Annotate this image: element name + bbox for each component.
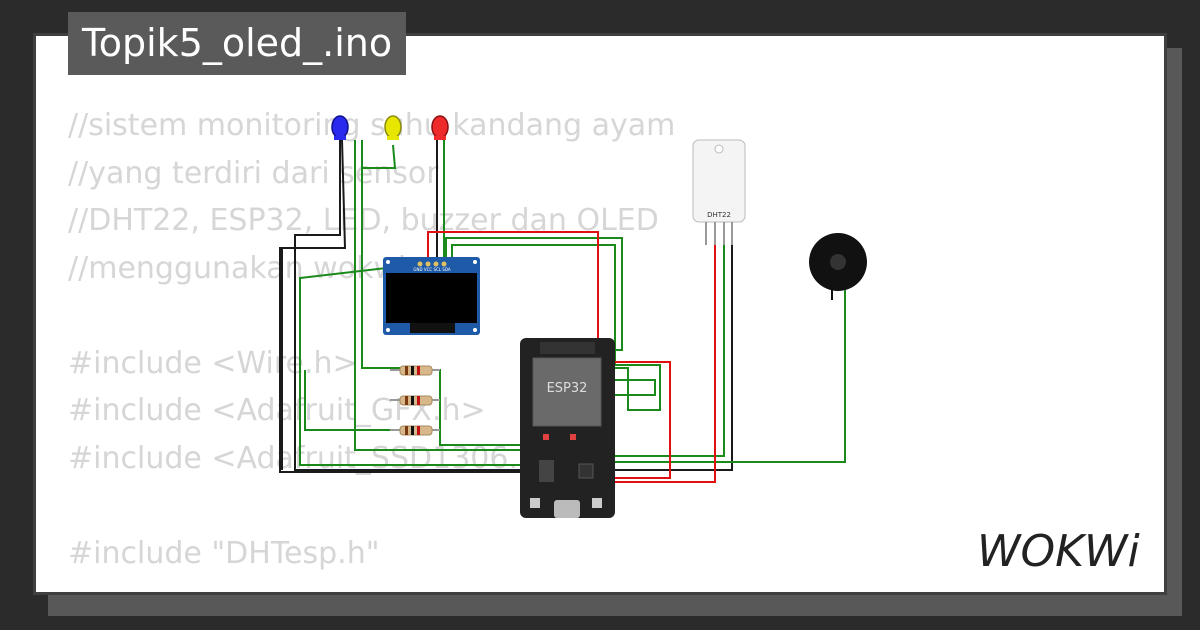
logo-text: WOKWi	[977, 526, 1140, 577]
black-wires	[279, 139, 733, 473]
esp32-label: ESP32	[547, 381, 588, 396]
dht22-sensor[interactable]: DHT22	[692, 139, 746, 245]
esp32-board[interactable]: ESP32	[520, 338, 615, 518]
oled-display[interactable]: GND VCC SCL SDA	[383, 257, 480, 335]
led-yellow[interactable]	[384, 115, 402, 140]
resistor[interactable]	[390, 425, 440, 436]
led-blue[interactable]	[331, 115, 349, 140]
code-line: #include "DHTesp.h"	[68, 535, 380, 571]
buzzer[interactable]	[809, 233, 867, 300]
dht22-label: DHT22	[707, 211, 731, 219]
resistor[interactable]	[390, 365, 440, 376]
resistor[interactable]	[390, 395, 440, 406]
code-line: #include <Wire.h>	[68, 345, 358, 381]
code-line: //DHT22, ESP32, LED, buzzer dan OLED	[68, 203, 659, 238]
oled-pin-labels: GND VCC SCL SDA	[413, 267, 450, 272]
led-red[interactable]	[431, 115, 449, 140]
green-wires	[299, 140, 846, 466]
wokwi-logo: WOKWi	[977, 526, 1140, 577]
code-line: //yang terdiri dari sensor	[68, 155, 439, 191]
project-title[interactable]: Topik5_oled_.ino	[68, 12, 407, 75]
